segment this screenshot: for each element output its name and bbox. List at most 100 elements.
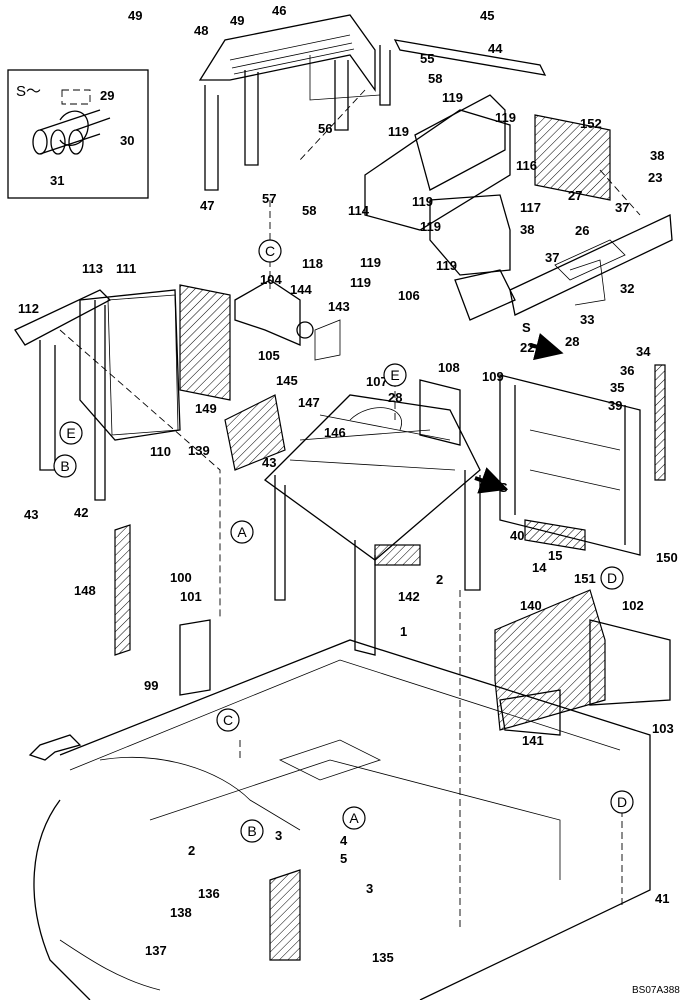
part-callout: 3 <box>366 881 373 896</box>
part-callout: 111 <box>116 261 136 276</box>
part-callout: 33 <box>580 312 594 327</box>
part-callout: 41 <box>655 891 669 906</box>
part-callout: 138 <box>170 905 192 920</box>
reference-marker: B <box>53 454 77 478</box>
main-frame-1 <box>264 394 481 656</box>
pad-142 <box>374 544 421 566</box>
part-callout: 139 <box>188 443 210 458</box>
marker-circle <box>258 239 282 263</box>
part-callout: 119 <box>388 124 409 139</box>
part-callout: 148 <box>74 583 96 598</box>
part-callout: 144 <box>290 282 312 297</box>
part-callout: 14 <box>532 560 547 575</box>
part-callout: 58 <box>428 71 442 86</box>
part-callout: 102 <box>622 598 644 613</box>
part-callout: 49 <box>230 13 244 28</box>
part-callout: 108 <box>438 360 460 375</box>
part-callout: 100 <box>170 570 192 585</box>
part-callout: 147 <box>298 395 320 410</box>
marker-circle <box>53 454 77 478</box>
part-callout: 44 <box>488 41 503 56</box>
reference-marker-label: E <box>390 367 399 383</box>
part-callout: 49 <box>128 8 142 23</box>
reference-marker-label: D <box>607 570 617 586</box>
upper-structure-base <box>33 639 651 1000</box>
part-callout: 112 <box>18 301 39 316</box>
part-callout: 150 <box>656 550 678 565</box>
part-callout: 46 <box>272 3 286 18</box>
part-callout: 103 <box>652 721 674 736</box>
marker-circle <box>600 566 624 590</box>
marker-circle <box>610 790 634 814</box>
part-callout: 22 <box>520 340 534 355</box>
reference-marker: C <box>258 239 282 263</box>
pad-140 <box>494 589 606 731</box>
part-callout: 136 <box>198 886 220 901</box>
part-callout: 114 <box>348 203 370 218</box>
part-callout: 117 <box>520 200 541 215</box>
part-callout: 118 <box>302 256 323 271</box>
part-callout: 141 <box>522 733 544 748</box>
part-callout: 3 <box>275 828 282 843</box>
part-callout: 151 <box>574 571 596 586</box>
part-callout: 119 <box>420 219 441 234</box>
pad-149 <box>179 284 231 401</box>
reference-marker: C <box>216 708 240 732</box>
part-callout: 119 <box>350 275 371 290</box>
part-callout: 40 <box>510 528 524 543</box>
part-callout: 27 <box>568 188 582 203</box>
forward-direction-arrow <box>28 734 82 761</box>
reference-marker-label: E <box>66 425 75 441</box>
part-callout: 4 <box>340 833 348 848</box>
view-arrow-icon <box>474 467 509 494</box>
part-callout: 140 <box>520 598 542 613</box>
part-callout: 152 <box>580 116 602 131</box>
view-s-arrows <box>474 333 564 494</box>
part-callout: 48 <box>194 23 208 38</box>
drawing-code: BS07A388 <box>632 985 680 996</box>
part-callout: 32 <box>620 281 634 296</box>
pad-135 <box>269 869 301 961</box>
part-callout: 99 <box>144 678 158 693</box>
part-callout: 29 <box>100 88 114 103</box>
reference-marker-label: B <box>60 458 69 474</box>
part-callout: 137 <box>145 943 167 958</box>
seal-150 <box>654 364 666 481</box>
reference-marker: E <box>383 363 407 387</box>
reference-marker-label: A <box>237 524 247 540</box>
part-callout: 26 <box>575 223 589 238</box>
reference-marker-label: C <box>223 712 233 728</box>
marker-circle <box>59 421 83 445</box>
part-callout: 145 <box>276 373 298 388</box>
part-callout: 2 <box>436 572 443 587</box>
part-callout: 42 <box>74 505 88 520</box>
pad-148 <box>114 524 131 656</box>
part-callout: 30 <box>120 133 134 148</box>
part-callout: 149 <box>195 401 217 416</box>
part-callout: 23 <box>648 170 662 185</box>
reference-marker: E <box>59 421 83 445</box>
inset-title: S～ <box>16 83 41 100</box>
part-callout: 35 <box>610 380 624 395</box>
marker-circle <box>342 806 366 830</box>
part-callout: 116 <box>516 158 537 173</box>
part-callout: 104 <box>260 272 282 287</box>
part-callout: 119 <box>442 90 463 105</box>
part-callout: 45 <box>480 8 494 23</box>
part-callout: 107 <box>366 374 388 389</box>
reference-marker: B <box>240 819 264 843</box>
part-callout: 119 <box>412 194 433 209</box>
part-callout: 15 <box>548 548 562 563</box>
part-callout: 28 <box>565 334 579 349</box>
reference-marker: D <box>610 790 634 814</box>
part-callout: 146 <box>324 425 346 440</box>
part-callout: 34 <box>636 344 651 359</box>
part-callout: 57 <box>262 191 276 206</box>
part-callout: 58 <box>302 203 316 218</box>
marker-circle <box>383 363 407 387</box>
pad-151 <box>524 519 586 551</box>
reference-marker-label: C <box>265 243 275 259</box>
seal-152 <box>534 114 611 201</box>
